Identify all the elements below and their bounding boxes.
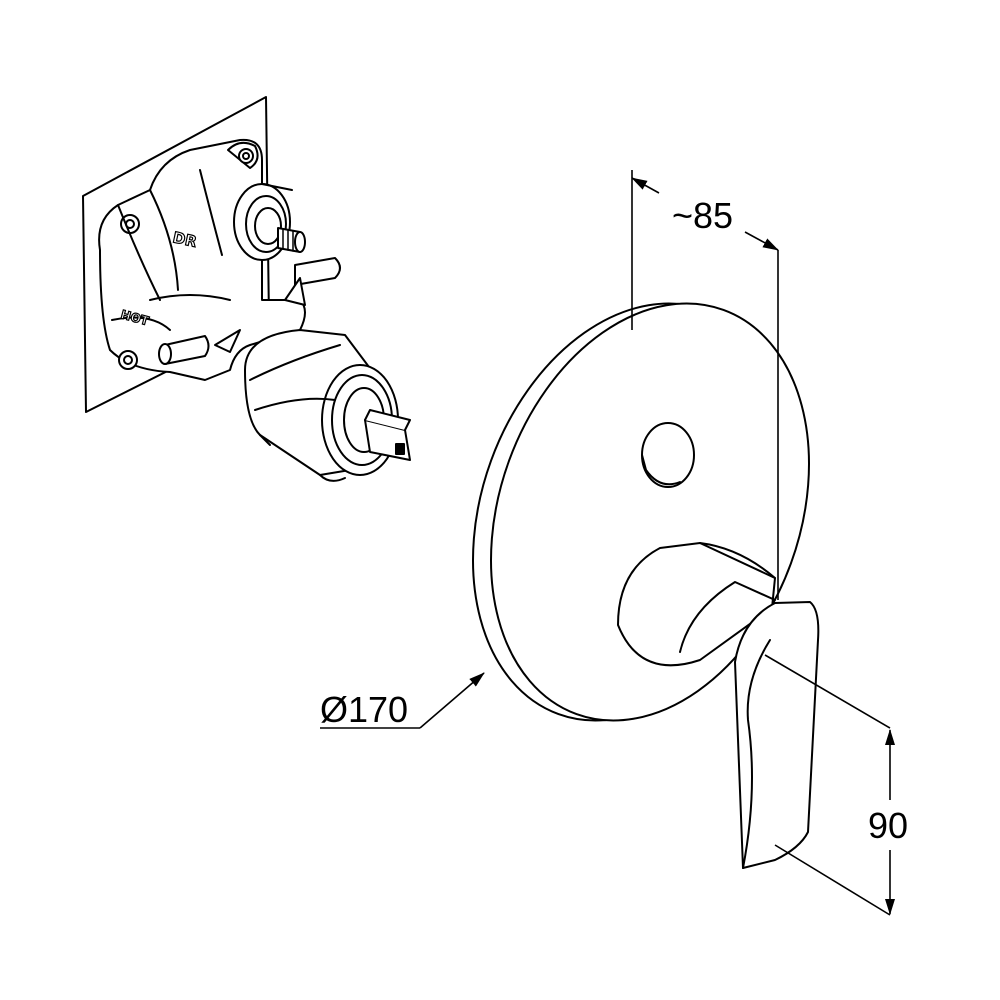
dimension-lines xyxy=(320,170,895,916)
handle-hub xyxy=(617,542,776,667)
dimension-height-label: 90 xyxy=(868,805,908,846)
dimension-depth-label: ~85 xyxy=(672,195,733,236)
handle-lever xyxy=(734,601,820,869)
label-dr: DR xyxy=(171,228,199,251)
concealed-valve-body xyxy=(82,96,411,482)
trim-assembly xyxy=(472,302,820,869)
diverter-button xyxy=(641,422,695,488)
dimension-diameter-label: Ø170 xyxy=(320,689,408,730)
side-lever xyxy=(294,257,341,286)
